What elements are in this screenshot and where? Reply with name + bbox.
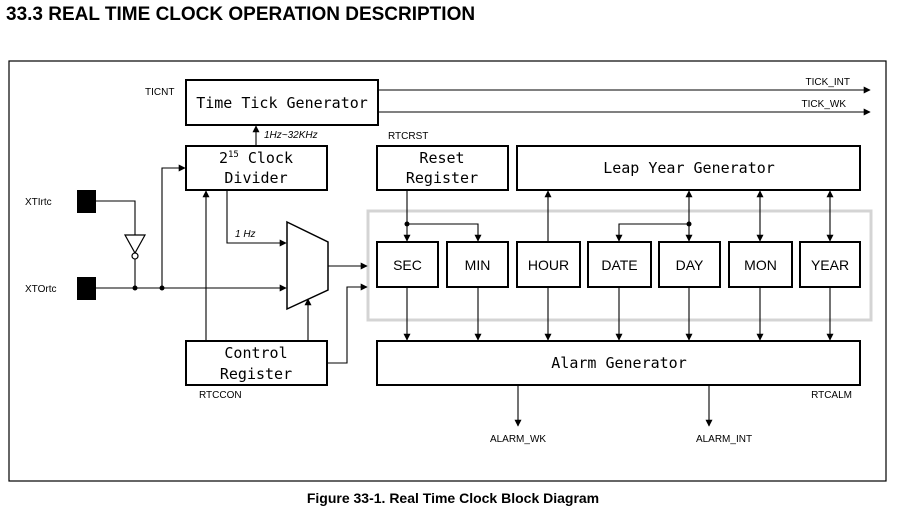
xtirtc-pad: [77, 190, 96, 213]
clock-divider-label-line2: Divider: [224, 169, 287, 187]
reset-register-label-line2: Register: [406, 169, 478, 187]
counter-hour: HOUR: [516, 241, 581, 288]
rtcrst-label: RTCRST: [388, 131, 428, 142]
xtortc-pad: [77, 277, 96, 300]
counter-sec-label: SEC: [393, 257, 422, 273]
diagram-frame: [8, 60, 887, 482]
leap-year-generator-block: Leap Year Generator: [516, 145, 861, 191]
alarm-int-label: ALARM_INT: [696, 434, 752, 445]
clock-divider-block: 215 Clock Divider: [185, 145, 328, 191]
alarm-generator-block: Alarm Generator: [376, 340, 861, 386]
control-register-label-line1: Control: [224, 344, 287, 362]
counter-date-label: DATE: [601, 257, 637, 273]
rtccon-label: RTCCON: [199, 390, 242, 401]
xtortc-label: XTOrtc: [25, 284, 56, 295]
time-tick-generator-block: Time Tick Generator: [185, 79, 379, 126]
reset-register-label-line1: Reset: [419, 149, 464, 167]
rtcalm-label: RTCALM: [811, 390, 852, 401]
clock-divider-label-line1: 215 Clock: [219, 149, 293, 167]
clock-mux-shape: [286, 220, 329, 311]
freq-range-label: 1Hz~32KHz: [264, 130, 318, 141]
control-register-label-line2: Register: [220, 365, 292, 383]
counter-min: MIN: [446, 241, 509, 288]
counter-year: YEAR: [799, 241, 861, 288]
section-heading: 33.3 REAL TIME CLOCK OPERATION DESCRIPTI…: [6, 4, 476, 25]
reset-register-block: Reset Register: [376, 145, 509, 191]
tick-wk-label: TICK_WK: [802, 99, 847, 110]
counter-mon-label: MON: [744, 257, 777, 273]
figure-caption: Figure 33-1. Real Time Clock Block Diagr…: [306, 490, 600, 506]
ticnt-label: TICNT: [145, 87, 174, 98]
control-register-block: Control Register: [185, 340, 328, 386]
counter-min-label: MIN: [465, 257, 491, 273]
signal-wires: [96, 86, 871, 427]
inverter-icon: [123, 234, 147, 260]
counter-day-label: DAY: [676, 257, 704, 273]
counter-year-label: YEAR: [811, 257, 849, 273]
counter-hour-label: HOUR: [528, 257, 569, 273]
one-hz-label: 1 Hz: [235, 229, 256, 240]
time-tick-generator-label: Time Tick Generator: [196, 94, 368, 112]
counter-mon: MON: [728, 241, 793, 288]
tick-int-label: TICK_INT: [806, 77, 850, 88]
xtirtc-label: XTIrtc: [25, 197, 52, 208]
leap-year-generator-label: Leap Year Generator: [603, 159, 775, 177]
alarm-wk-label: ALARM_WK: [490, 434, 546, 445]
junction-dots: [132, 221, 692, 291]
alarm-generator-label: Alarm Generator: [551, 354, 686, 372]
counter-day: DAY: [658, 241, 721, 288]
counter-sec: SEC: [376, 241, 439, 288]
counter-date: DATE: [587, 241, 652, 288]
